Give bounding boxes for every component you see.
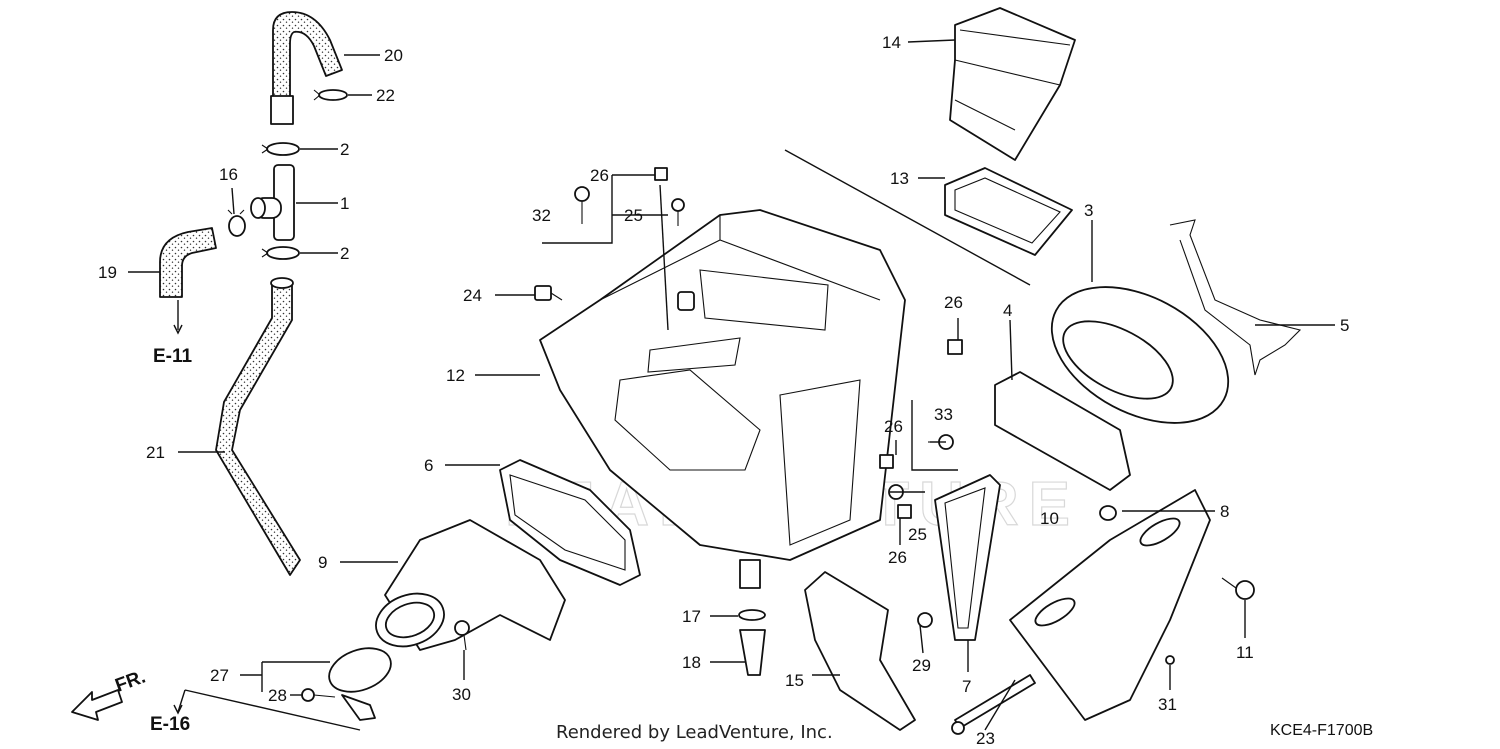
callout-24: 24 — [463, 286, 482, 305]
callout-12: 12 — [446, 366, 465, 385]
callout-17: 17 — [682, 607, 701, 626]
callout-8: 8 — [1220, 502, 1229, 521]
gasket-6 — [499, 459, 641, 586]
case-cover-15 — [804, 571, 916, 731]
callout-5: 5 — [1340, 316, 1349, 335]
front-direction-arrow: FR. — [71, 666, 149, 721]
breather-tube-upper — [270, 11, 343, 125]
front-label: FR. — [113, 666, 149, 696]
bolt-32 — [574, 186, 590, 224]
breather-joint-1 — [250, 164, 295, 241]
callout-26-right: 26 — [944, 293, 963, 312]
callout-16: 16 — [219, 165, 238, 184]
screw-24 — [534, 285, 563, 301]
callout-30: 30 — [452, 685, 471, 704]
tube-clamp-2-upper — [261, 142, 300, 156]
callout-6: 6 — [424, 456, 433, 475]
callout-19: 19 — [98, 263, 117, 282]
drain-clip-17 — [738, 609, 766, 621]
tube-clamp-2-lower — [261, 246, 300, 260]
nut-26-upper — [654, 167, 668, 181]
callout-9: 9 — [318, 553, 327, 572]
element-holder-4 — [994, 371, 1131, 491]
callout-29: 29 — [912, 656, 931, 675]
callout-22: 22 — [376, 86, 395, 105]
callout-26-lower: 26 — [888, 548, 907, 567]
screw-25-upper — [671, 198, 685, 226]
callout-27: 27 — [210, 666, 229, 685]
tube-clamp-22 — [313, 89, 348, 101]
callout-26-upper: 26 — [590, 166, 609, 185]
diagram-code: KCE4-F1700B — [1270, 722, 1373, 739]
callout-1: 1 — [340, 194, 349, 213]
bolt-28 — [301, 688, 336, 702]
callout-21: 21 — [146, 443, 165, 462]
air-cleaner-element-3 — [1050, 286, 1230, 424]
tube-band-27 — [328, 647, 392, 721]
ref-e16: E-16 — [150, 714, 190, 735]
screw-29 — [917, 612, 933, 628]
side-cover-8 — [1009, 489, 1211, 721]
leader-13-case — [784, 149, 1031, 286]
duct-seal-13 — [944, 167, 1073, 256]
grommet-31 — [1165, 655, 1175, 665]
callout-10: 10 — [1040, 509, 1059, 528]
callout-31: 31 — [1158, 695, 1177, 714]
connecting-tube-9 — [375, 519, 566, 651]
ref-e11: E-11 — [153, 346, 193, 367]
leader-lines — [128, 39, 1335, 731]
screw-30 — [454, 620, 470, 651]
callout-13: 13 — [890, 169, 909, 188]
callout-25-lower: 25 — [908, 525, 927, 544]
bolt-23 — [951, 674, 1036, 735]
callout-4: 4 — [1003, 301, 1012, 320]
bolt-11 — [1221, 577, 1255, 600]
callout-25-upper: 25 — [624, 206, 643, 225]
callout-7: 7 — [962, 677, 971, 696]
callout-11: 11 — [1236, 643, 1254, 662]
callout-32: 32 — [532, 206, 551, 225]
callout-28: 28 — [268, 686, 287, 705]
tube-clip-16 — [227, 209, 246, 237]
footer-credit: Rendered by LeadVenture, Inc. — [556, 722, 833, 743]
callout-15: 15 — [785, 671, 804, 690]
element-holder-spring-5 — [1169, 219, 1302, 376]
nut-26-right — [947, 339, 963, 355]
gasket-7 — [934, 474, 1001, 641]
callout-18: 18 — [682, 653, 701, 672]
breather-tube-19 — [159, 227, 217, 298]
callout-33: 33 — [934, 405, 953, 424]
callout-3: 3 — [1084, 201, 1093, 220]
intake-duct-14 — [949, 7, 1076, 161]
callout-20: 20 — [384, 46, 403, 65]
callout-2-upper: 2 — [340, 140, 349, 159]
breather-tube-21 — [215, 277, 301, 576]
nut-26-lower — [897, 504, 912, 519]
callout-2-lower: 2 — [340, 244, 349, 263]
callout-23: 23 — [976, 729, 995, 748]
air-cleaner-case-12 — [539, 209, 906, 589]
callout-14: 14 — [882, 33, 901, 52]
nut-26-mid — [879, 454, 894, 469]
callout-numbers: 1 2 2 3 4 5 6 7 8 9 10 11 12 13 14 15 16… — [98, 33, 1349, 748]
drain-plug-18 — [739, 629, 766, 676]
collar-10 — [1099, 505, 1117, 521]
callout-26-mid: 26 — [884, 417, 903, 436]
